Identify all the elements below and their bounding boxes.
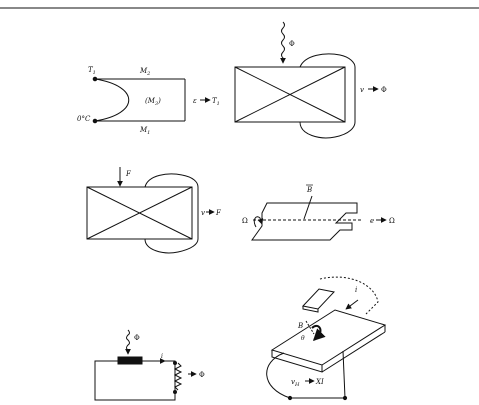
hall-b-label: B bbox=[297, 322, 303, 330]
flux-output-target: Φ bbox=[381, 86, 387, 94]
photo-output-target: Φ bbox=[199, 371, 205, 379]
flux-phi-label: Φ bbox=[289, 40, 295, 48]
hall-terminal-left bbox=[287, 395, 293, 401]
photoresistor-diagram bbox=[94, 329, 197, 401]
thermocouple-junction-curve bbox=[94, 78, 129, 122]
hall-output-label: vH bbox=[291, 378, 300, 388]
b-field-label: B bbox=[306, 186, 312, 194]
photo-current-label: i bbox=[161, 353, 163, 360]
force-sensor-diagonal-b bbox=[86, 186, 193, 240]
hall-lead-right bbox=[342, 350, 346, 399]
hall-theta-label: θ bbox=[301, 335, 305, 342]
photo-resistor-element bbox=[117, 356, 143, 365]
force-top-lead bbox=[144, 173, 199, 188]
hall-plate-edge bbox=[321, 331, 386, 373]
force-output-label: v bbox=[201, 209, 205, 217]
magnet-block-side bbox=[302, 306, 319, 313]
hall-current-arrow bbox=[345, 299, 359, 310]
flux-output-label: v bbox=[360, 86, 364, 94]
omega-label: Ω bbox=[242, 217, 248, 225]
force-bottom-lead bbox=[144, 238, 199, 254]
photo-wavy-input bbox=[125, 329, 131, 355]
field-rotation-arrow bbox=[311, 324, 326, 342]
hall-sensor-diagram bbox=[266, 276, 387, 401]
omega-rotation-arrow bbox=[253, 216, 264, 228]
cold-junction-dot bbox=[92, 118, 98, 124]
hall-output-target: XI bbox=[315, 378, 324, 386]
m1-label: M1 bbox=[139, 126, 150, 136]
zero-celsius-label: 0°C bbox=[77, 115, 91, 123]
flux-sensor-diagonal-b bbox=[234, 66, 346, 123]
photo-output-terminal-top bbox=[173, 361, 177, 365]
force-sensor-box bbox=[86, 186, 193, 240]
thermocouple-output-label: ε bbox=[193, 97, 197, 105]
m2-label: M2 bbox=[139, 67, 150, 77]
magnet-block bbox=[302, 288, 335, 310]
load-resistor bbox=[173, 362, 183, 391]
hall-plate-front bbox=[271, 350, 323, 373]
force-output-target: F bbox=[215, 209, 222, 217]
force-input-label: F bbox=[125, 170, 132, 178]
hall-current-label: i bbox=[355, 286, 357, 294]
flux-top-lead bbox=[299, 53, 356, 68]
current-path-dotted bbox=[319, 276, 379, 315]
b-field-line bbox=[303, 195, 313, 220]
photo-phi-label: Φ bbox=[134, 334, 140, 342]
photo-output-terminal-bottom bbox=[173, 390, 177, 394]
thermocouple-output-target: T1 bbox=[212, 97, 220, 107]
flux-bottom-lead bbox=[299, 121, 356, 139]
t1-label: T1 bbox=[88, 66, 96, 76]
field-vector-line bbox=[305, 320, 315, 335]
thermocouple-diagram bbox=[92, 76, 211, 124]
force-sensor-diagram bbox=[86, 167, 215, 254]
flux-sensor-diagram bbox=[234, 21, 379, 139]
hall-terminal-right bbox=[342, 395, 348, 401]
hall-plate-top bbox=[270, 309, 387, 366]
m3-label: (M3) bbox=[145, 97, 161, 107]
flux-wavy-input bbox=[280, 21, 286, 64]
rotation-output-label: e bbox=[370, 217, 374, 225]
circuit-loop bbox=[94, 360, 176, 401]
hot-junction-dot bbox=[92, 76, 98, 82]
rotation-sensor-diagram bbox=[251, 195, 387, 241]
rotation-output-target: Ω bbox=[389, 217, 395, 225]
flux-sensor-box bbox=[234, 66, 346, 123]
rotating-plate bbox=[251, 202, 358, 241]
